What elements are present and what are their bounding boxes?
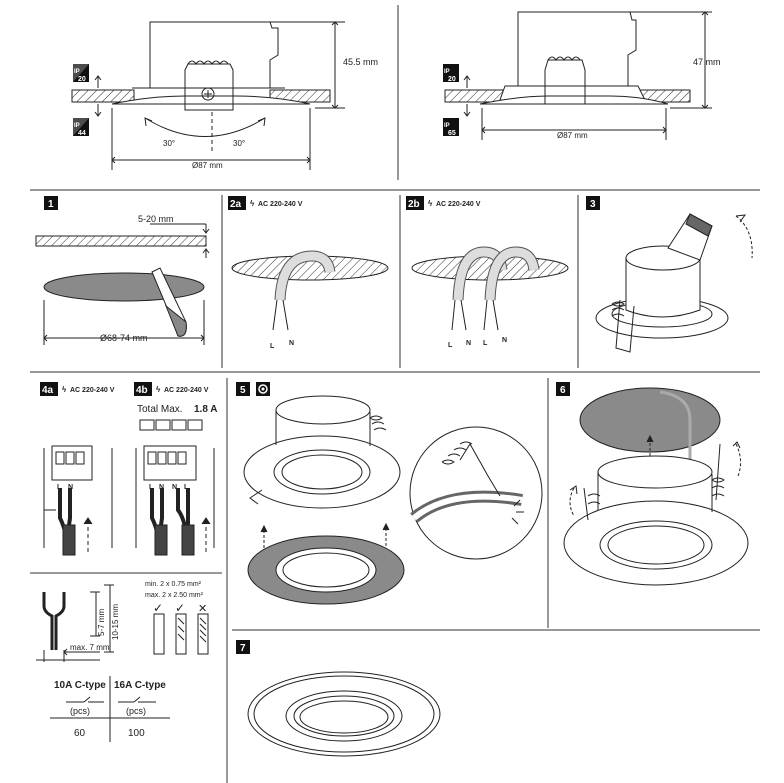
step-2b-badge xyxy=(406,196,424,210)
ok1-icon: ✓ xyxy=(153,601,163,615)
ip-top-label-right: IP xyxy=(444,69,450,75)
voltage-2a-icon: ϟ xyxy=(250,199,255,208)
step-1-badge xyxy=(44,196,58,210)
terminal-l-4a: L xyxy=(57,484,62,491)
max-section-label: max. 2 x 2.50 mm² xyxy=(145,592,204,599)
ip-top-number-right: 20 xyxy=(448,76,456,83)
not-ok-icon: ✕ xyxy=(198,603,207,615)
step-2a-badge xyxy=(228,196,246,210)
step-3-drawing xyxy=(595,213,753,353)
ip-bottom-number-left: 44 xyxy=(78,130,86,137)
step-2b-number: 2b xyxy=(408,199,420,210)
min-section-label: min. 2 x 0.75 mm² xyxy=(145,581,202,588)
step-7-number: 7 xyxy=(240,643,246,654)
height-label-left: 45.5 mm xyxy=(343,57,378,67)
terminal-n1-4b: N xyxy=(159,484,164,491)
voltage-2b-icon: ϟ xyxy=(428,199,433,208)
breaker-col2-value: 100 xyxy=(128,728,145,739)
step-1-number: 1 xyxy=(48,199,54,210)
cutout-label: Ø68-74 mm xyxy=(100,333,148,343)
voltage-4b-icon: ϟ xyxy=(156,385,161,394)
wire-n2-2b: N xyxy=(502,337,507,344)
step-2b-drawing xyxy=(411,246,569,331)
step-4b-drawing xyxy=(135,419,215,556)
voltage-2a-label: AC 220-240 V xyxy=(258,201,303,208)
breaker-col2-title: 16A C-type xyxy=(114,680,166,691)
step-4a-number: 4a xyxy=(42,385,54,396)
step-5-drawing xyxy=(243,395,543,605)
wire-l1-2b: L xyxy=(448,342,453,349)
step-3-number: 3 xyxy=(590,199,596,210)
diameter-label-left: Ø87 mm xyxy=(192,161,223,170)
step-6-number: 6 xyxy=(560,385,566,396)
ok2-icon: ✓ xyxy=(175,601,185,615)
terminal-l2-4b: L xyxy=(184,484,189,491)
wire-l2-2b: L xyxy=(483,340,488,347)
breaker-col2-unit: (pcs) xyxy=(126,706,146,716)
insulation-length-label: 10-15 mm xyxy=(111,604,120,640)
panel-dividers xyxy=(30,5,760,783)
ip-top-label-left: IP xyxy=(74,69,80,75)
breaker-col1-title: 10A C-type xyxy=(54,680,106,691)
terminal-n2-4b: N xyxy=(172,484,177,491)
ip44-badge-left xyxy=(73,118,89,136)
wire-spec-drawing xyxy=(36,584,209,662)
step-5-badge xyxy=(236,382,250,396)
wire-l-2a: L xyxy=(270,343,275,350)
ip65-badge-right xyxy=(443,118,459,136)
breaker-col1-unit: (pcs) xyxy=(70,706,90,716)
step-1-drawing xyxy=(35,223,210,345)
voltage-4a-label: AC 220-240 V xyxy=(70,387,115,394)
angle-right-label: 30° xyxy=(233,139,245,148)
ip-top-number-left: 20 xyxy=(78,76,86,83)
step-6-drawing xyxy=(563,387,749,586)
step-5-number: 5 xyxy=(240,385,246,396)
step-4a-badge xyxy=(40,382,58,396)
total-max-label: Total Max. xyxy=(137,404,183,415)
height-label-right: 47 mm xyxy=(693,57,721,67)
diameter-label-right: Ø87 mm xyxy=(557,131,588,140)
voltage-4b-label: AC 220-240 V xyxy=(164,387,209,394)
top-right-drawing xyxy=(444,11,712,140)
ip-bottom-label-left: IP xyxy=(74,123,80,129)
settings-icon xyxy=(256,382,270,396)
breaker-col1-value: 60 xyxy=(74,728,86,739)
breaker-table xyxy=(50,676,170,742)
terminal-l1-4b: L xyxy=(149,484,154,491)
voltage-2b-label: AC 220-240 V xyxy=(436,201,481,208)
step-4b-number: 4b xyxy=(136,385,148,396)
step-7-drawing xyxy=(247,671,441,757)
step-3-badge xyxy=(586,196,600,210)
step-4b-badge xyxy=(134,382,152,396)
voltage-4a-icon: ϟ xyxy=(62,385,67,394)
terminal-n-4a: N xyxy=(68,484,73,491)
thickness-label: 5-20 mm xyxy=(138,214,174,224)
ip20-badge-right xyxy=(443,64,459,82)
strip-length-label: 5-7 mm xyxy=(97,609,106,636)
ip-bottom-label-right: IP xyxy=(444,123,450,129)
step-4a-drawing xyxy=(43,445,113,556)
angle-left-label: 30° xyxy=(163,139,175,148)
wire-n-2a: N xyxy=(289,340,294,347)
ip-bottom-number-right: 65 xyxy=(448,130,456,137)
total-max-value: 1.8 A xyxy=(194,404,218,415)
step-6-badge xyxy=(556,382,570,396)
max-length-label: max. 7 mm xyxy=(70,643,110,652)
step-2a-number: 2a xyxy=(230,199,242,210)
top-left-drawing xyxy=(71,21,345,170)
ip20-badge-left xyxy=(73,64,89,82)
step-7-badge xyxy=(236,640,250,654)
step-2a-drawing xyxy=(231,250,389,331)
wire-n1-2b: N xyxy=(466,340,471,347)
